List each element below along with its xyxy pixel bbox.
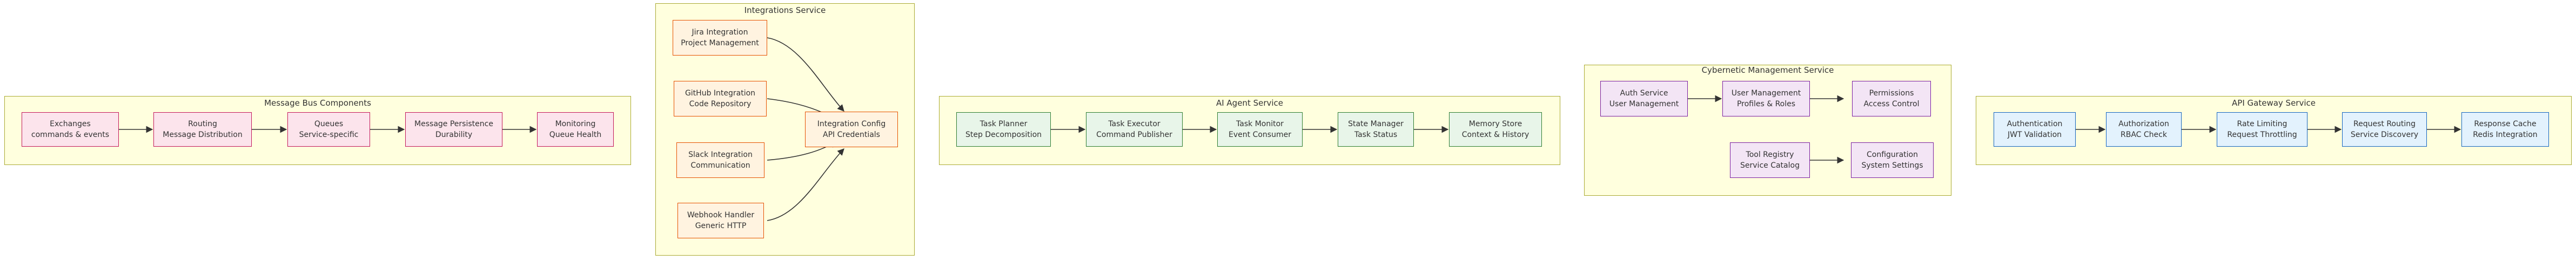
node-exchanges: Exchanges commands & events xyxy=(22,112,119,147)
node-rate-limiting-subtitle: Request Throttling xyxy=(2227,130,2297,139)
node-exchanges-subtitle: commands & events xyxy=(31,130,110,139)
node-rate-limiting: Rate Limiting Request Throttling xyxy=(2217,112,2307,147)
node-state-manager: State Manager Task Status xyxy=(1338,112,1414,147)
node-slack-title: Slack Integration xyxy=(688,150,753,159)
node-memory-store-subtitle: Context & History xyxy=(1461,130,1530,139)
node-auth-service: Auth Service User Management xyxy=(1600,81,1688,116)
node-authorization-subtitle: RBAC Check xyxy=(2121,130,2167,139)
node-configuration-subtitle: System Settings xyxy=(1861,161,1923,170)
node-task-executor-title: Task Executor xyxy=(1108,120,1160,128)
node-authorization-title: Authorization xyxy=(2118,120,2169,128)
node-integration-config: Integration Config API Credentials xyxy=(805,112,898,147)
node-authentication-title: Authentication xyxy=(2007,120,2063,128)
node-user-management: User Management Profiles & Roles xyxy=(1722,81,1810,116)
node-webhook-subtitle: Generic HTTP xyxy=(695,222,747,230)
node-jira: Jira Integration Project Management xyxy=(673,20,767,56)
cluster-title-ai-agent: AI Agent Service xyxy=(1216,98,1284,108)
cluster-title-api-gateway: API Gateway Service xyxy=(2232,98,2316,108)
node-task-planner-title: Task Planner xyxy=(980,120,1028,128)
node-response-cache-title: Response Cache xyxy=(2474,120,2537,128)
node-queues: Queues Service-specific xyxy=(287,112,370,147)
node-permissions: Permissions Access Control xyxy=(1852,81,1931,116)
node-task-monitor: Task Monitor Event Consumer xyxy=(1217,112,1303,147)
node-persistence: Message Persistence Durability xyxy=(405,112,502,147)
node-routing: Routing Message Distribution xyxy=(153,112,252,147)
node-integration-config-title: Integration Config xyxy=(817,120,886,128)
node-persistence-title: Message Persistence xyxy=(414,120,493,128)
node-user-management-subtitle: Profiles & Roles xyxy=(1736,100,1796,108)
node-queues-title: Queues xyxy=(314,120,344,128)
node-authentication-subtitle: JWT Validation xyxy=(2007,130,2062,139)
cluster-title-message-bus: Message Bus Components xyxy=(264,98,371,108)
node-request-routing-title: Request Routing xyxy=(2353,120,2416,128)
node-rate-limiting-title: Rate Limiting xyxy=(2237,120,2287,128)
node-jira-title: Jira Integration xyxy=(692,28,748,37)
node-task-monitor-title: Task Monitor xyxy=(1236,120,1284,128)
node-routing-title: Routing xyxy=(188,120,217,128)
cluster-title-cybernetic: Cybernetic Management Service xyxy=(1701,65,1834,75)
node-queues-subtitle: Service-specific xyxy=(299,130,359,139)
node-state-manager-subtitle: Task Status xyxy=(1354,130,1398,139)
node-github-subtitle: Code Repository xyxy=(689,100,752,108)
node-jira-subtitle: Project Management xyxy=(681,39,759,47)
node-configuration-title: Configuration xyxy=(1867,150,1918,159)
node-slack-subtitle: Communication xyxy=(690,161,750,170)
node-task-executor: Task Executor Command Publisher xyxy=(1086,112,1183,147)
node-persistence-subtitle: Durability xyxy=(435,130,473,139)
node-task-executor-subtitle: Command Publisher xyxy=(1096,130,1172,139)
node-memory-store: Memory Store Context & History xyxy=(1449,112,1542,147)
node-permissions-title: Permissions xyxy=(1869,89,1914,98)
node-tool-registry-title: Tool Registry xyxy=(1746,150,1794,159)
node-response-cache-subtitle: Redis Integration xyxy=(2473,130,2538,139)
node-routing-subtitle: Message Distribution xyxy=(163,130,243,139)
node-github-title: GitHub Integration xyxy=(685,89,756,98)
node-exchanges-title: Exchanges xyxy=(50,120,91,128)
node-webhook-title: Webhook Handler xyxy=(687,211,755,219)
node-github: GitHub Integration Code Repository xyxy=(674,81,767,116)
node-authorization: Authorization RBAC Check xyxy=(2106,112,2182,147)
node-auth-service-title: Auth Service xyxy=(1620,89,1668,98)
node-configuration: Configuration System Settings xyxy=(1851,142,1934,178)
node-task-planner: Task Planner Step Decomposition xyxy=(956,112,1051,147)
node-webhook: Webhook Handler Generic HTTP xyxy=(677,203,764,238)
node-auth-service-subtitle: User Management xyxy=(1609,100,1679,108)
node-monitoring-subtitle: Queue Health xyxy=(549,130,602,139)
node-task-planner-subtitle: Step Decomposition xyxy=(965,130,1042,139)
node-memory-store-title: Memory Store xyxy=(1468,120,1522,128)
node-permissions-subtitle: Access Control xyxy=(1863,100,1920,108)
node-tool-registry-subtitle: Service Catalog xyxy=(1740,161,1800,170)
node-tool-registry: Tool Registry Service Catalog xyxy=(1730,142,1810,178)
node-state-manager-title: State Manager xyxy=(1348,120,1404,128)
node-integration-config-subtitle: API Credentials xyxy=(823,130,880,139)
node-request-routing-subtitle: Service Discovery xyxy=(2350,130,2419,139)
node-monitoring-title: Monitoring xyxy=(555,120,596,128)
node-authentication: Authentication JWT Validation xyxy=(1994,112,2076,147)
node-monitoring: Monitoring Queue Health xyxy=(537,112,614,147)
node-task-monitor-subtitle: Event Consumer xyxy=(1229,130,1291,139)
node-request-routing: Request Routing Service Discovery xyxy=(2342,112,2427,147)
cluster-title-integrations: Integrations Service xyxy=(744,5,826,15)
node-response-cache: Response Cache Redis Integration xyxy=(2461,112,2549,147)
node-user-management-title: User Management xyxy=(1731,89,1801,98)
node-slack: Slack Integration Communication xyxy=(676,142,764,178)
